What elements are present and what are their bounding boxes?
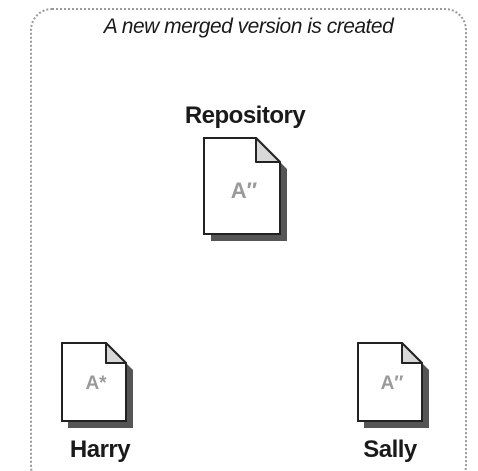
sally-label: Sally <box>363 436 417 463</box>
diagram-frame <box>30 8 467 471</box>
sally-file-icon: A″ <box>357 342 429 428</box>
repository-file-label: A″ <box>230 178 258 203</box>
harry-label: Harry <box>69 436 131 463</box>
sally-file-label: A″ <box>380 373 404 394</box>
harry-file-label: A* <box>85 373 107 394</box>
repository-label: Repository <box>184 102 306 129</box>
diagram-caption: A new merged version is created <box>103 15 394 38</box>
harry-file-icon: A* <box>61 342 133 428</box>
repository-file-icon: A″ <box>203 137 287 241</box>
